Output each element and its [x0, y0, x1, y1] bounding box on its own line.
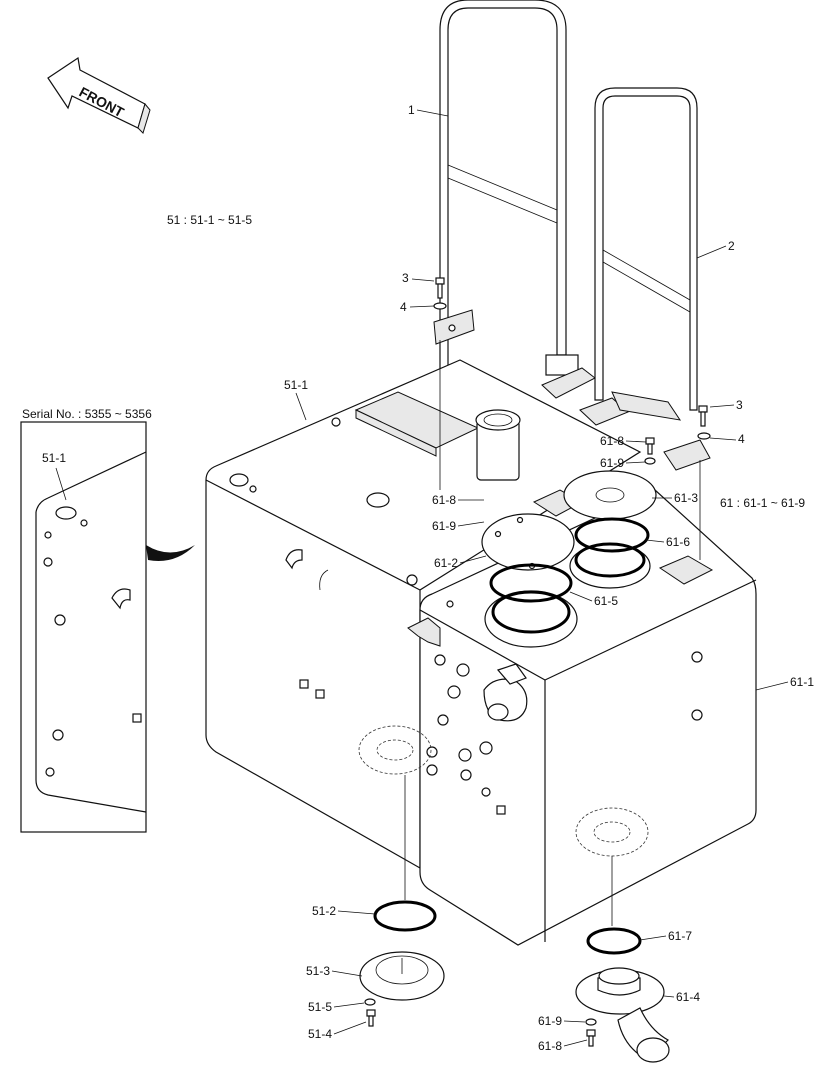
group-note-61: 61 : 61-1 ~ 61-9: [720, 496, 805, 510]
ports-cluster: [426, 654, 528, 815]
flange-51-3: [359, 951, 445, 1001]
tank-51-1: [205, 359, 642, 870]
washer-51-5-icon: [364, 998, 376, 1006]
bolt-51-4-icon: [366, 1009, 376, 1027]
callout-51-1: 51-1: [284, 378, 308, 392]
cover-61-3: [563, 470, 657, 520]
front-arrow-icon: FRONT: [47, 56, 151, 134]
bolt-3a-icon: [433, 277, 447, 310]
callout-1: 1: [408, 103, 415, 117]
callout-61-9c: 61-9: [538, 1014, 562, 1028]
callout-61-3: 61-3: [674, 491, 698, 505]
washer-61-9c-icon: [585, 1018, 597, 1026]
serial-label: Serial No. : 5355 ~ 5356: [22, 407, 152, 421]
callout-51-2: 51-2: [312, 904, 336, 918]
bolt-61-8c-icon: [586, 1029, 596, 1047]
handrail-2: [579, 87, 711, 471]
callout-51-4: 51-4: [308, 1027, 332, 1041]
callout-4b: 4: [738, 432, 745, 446]
callout-61-7: 61-7: [668, 929, 692, 943]
cover-61-2: [481, 513, 575, 571]
callout-61-9b: 61-9: [432, 519, 456, 533]
oring-61-7: [586, 927, 642, 955]
suction-pipe-61-4: [575, 967, 670, 1063]
callout-61-8b: 61-8: [432, 493, 456, 507]
callout-4a: 4: [400, 300, 407, 314]
callout-61-1: 61-1: [790, 675, 814, 689]
callout-61-4: 61-4: [676, 990, 700, 1004]
pointer-arrow-icon: [146, 545, 195, 561]
callout-51-3: 51-3: [306, 964, 330, 978]
callout-2: 2: [728, 239, 735, 253]
gasket-61-5: [489, 563, 573, 603]
callout-61-8c: 61-8: [538, 1039, 562, 1053]
callout-61-6: 61-6: [666, 535, 690, 549]
callout-61-2: 61-2: [434, 556, 458, 570]
oring-51-2: [373, 900, 437, 932]
handrail-1: [433, 0, 596, 399]
callout-51-5: 51-5: [308, 1000, 332, 1014]
serial-inset-panel: Serial No. : 5355 ~ 5356 51-1: [20, 407, 195, 833]
tank-61-1: [407, 489, 757, 946]
callout-61-5: 61-5: [594, 594, 618, 608]
callout-3a: 3: [402, 271, 409, 285]
callout-51-1-inset: 51-1: [42, 451, 66, 465]
callout-3b: 3: [736, 398, 743, 412]
bolt-3b-icon: [697, 405, 711, 440]
callout-61-9a: 61-9: [600, 456, 624, 470]
gasket-61-6: [574, 517, 650, 553]
bolt-61-8a-icon: [644, 437, 656, 465]
group-note-51: 51 : 51-1 ~ 51-5: [167, 213, 252, 227]
callout-61-8a: 61-8: [600, 434, 624, 448]
